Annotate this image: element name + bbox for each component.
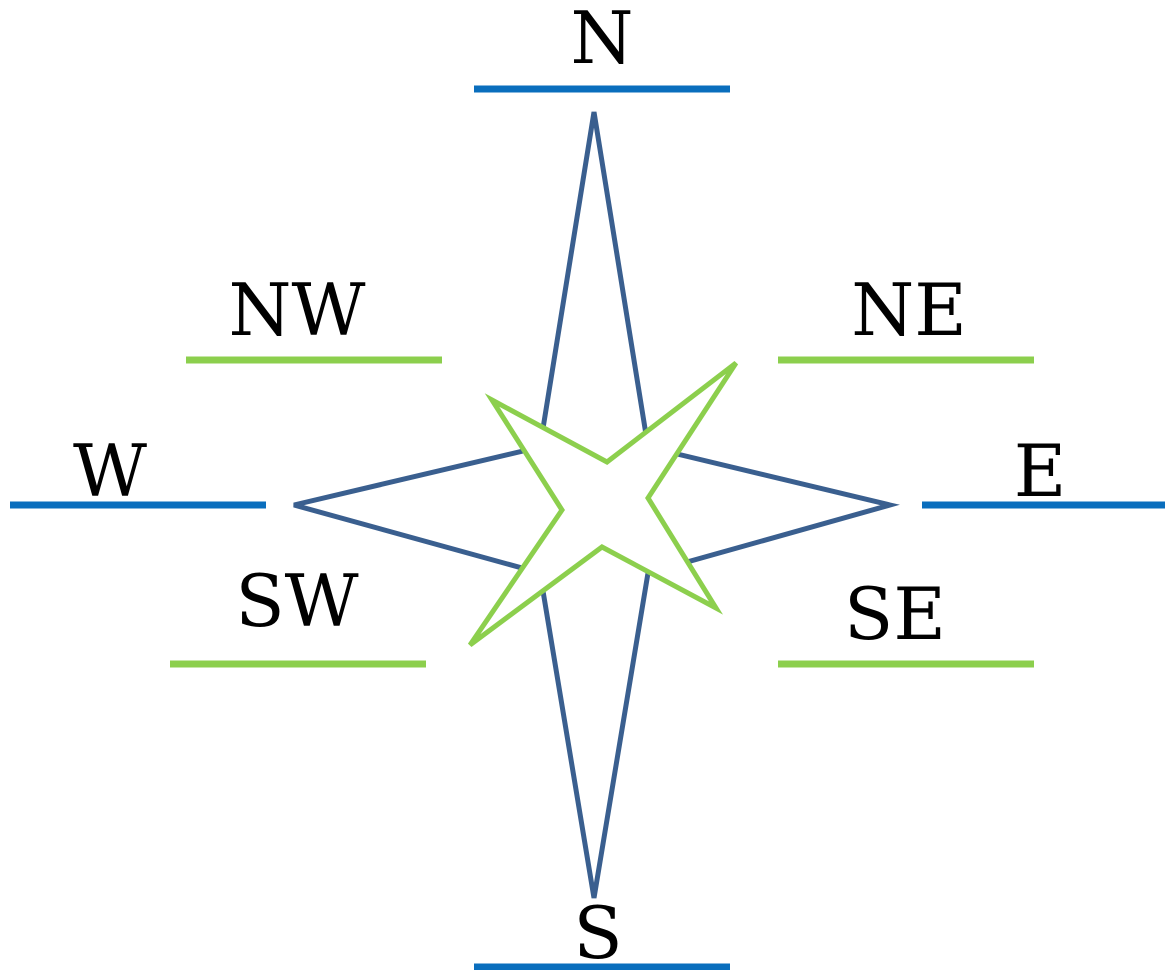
label-southwest: SW — [235, 559, 358, 643]
cardinal-star-outline — [293, 111, 900, 899]
label-southeast: SE — [844, 572, 946, 656]
intercardinal-star-outline — [467, 361, 739, 648]
label-north: N — [571, 0, 634, 80]
label-east: E — [1014, 429, 1067, 513]
label-northwest: NW — [228, 268, 365, 352]
label-south: S — [573, 891, 622, 970]
label-northeast: NE — [851, 268, 967, 352]
label-west: W — [73, 429, 147, 513]
